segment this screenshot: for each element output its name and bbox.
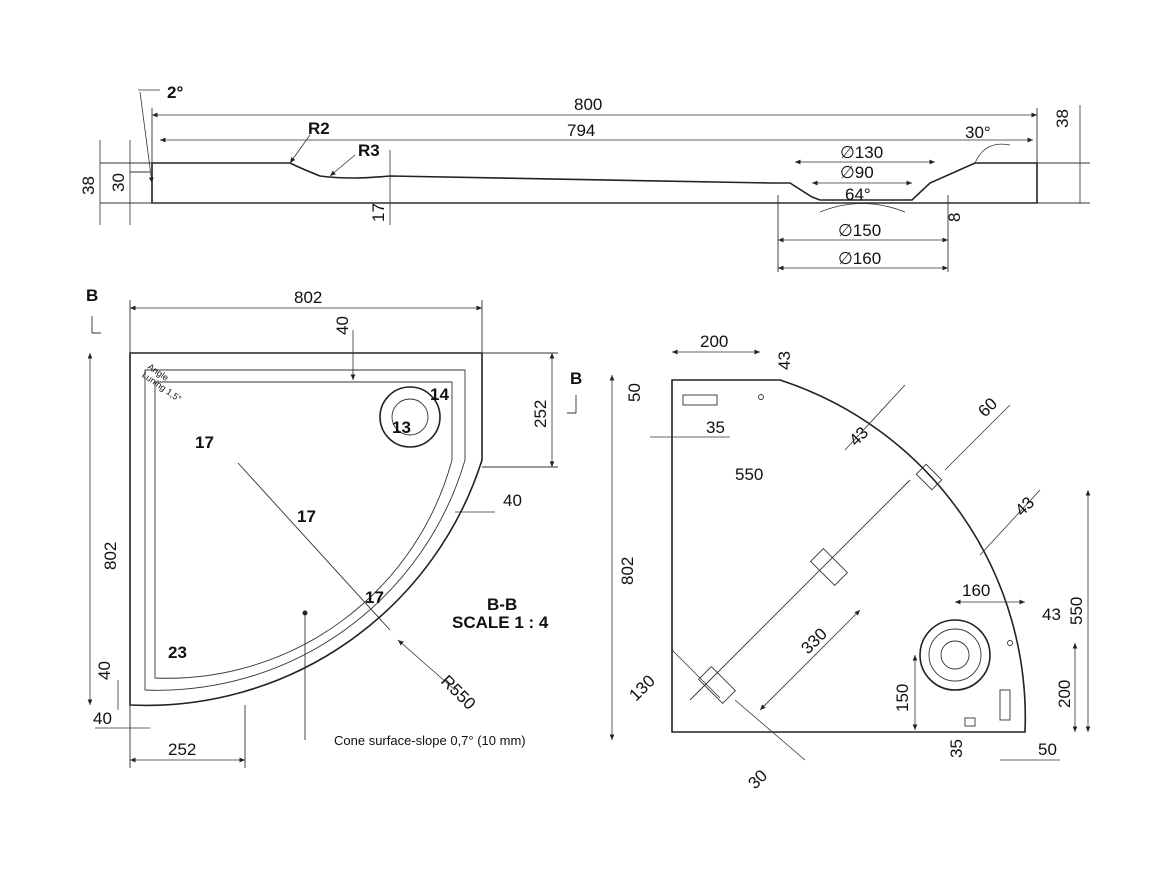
offset-40-top: 40 bbox=[333, 316, 352, 335]
mount-bracket bbox=[999, 689, 1011, 721]
section-marker-left: B bbox=[86, 286, 98, 305]
bv-43-right: 43 bbox=[1011, 493, 1038, 520]
dim-38-left: 38 bbox=[79, 176, 98, 195]
bv-802: 802 bbox=[618, 557, 637, 585]
thk-17b: 17 bbox=[297, 507, 316, 526]
bv-550-label: 550 bbox=[735, 465, 763, 484]
thk-17a: 17 bbox=[195, 433, 214, 452]
section-arrow-left bbox=[91, 316, 101, 334]
thk-23: 23 bbox=[168, 643, 187, 662]
drain-outer-ring bbox=[919, 619, 991, 691]
section-arrow-right bbox=[567, 395, 577, 414]
radius-r3: R3 bbox=[358, 141, 380, 160]
bv-35-left: 35 bbox=[706, 418, 725, 437]
cone-note: Cone surface-slope 0,7° (10 mm) bbox=[334, 733, 526, 748]
r3-leader bbox=[329, 154, 356, 177]
bottom-view: 200 43 802 50 35 550 43 60 43 330 130 30… bbox=[609, 332, 1091, 793]
radius-r550: R550 bbox=[437, 671, 479, 713]
dim-60-line bbox=[944, 404, 1011, 471]
dim-130-line bbox=[671, 649, 721, 699]
mount-bracket bbox=[915, 463, 943, 491]
bv-200-top: 200 bbox=[700, 332, 728, 351]
drain-middle-ring bbox=[928, 628, 982, 682]
angle-note: AngleLuning 1,5° bbox=[140, 361, 189, 404]
section-title: B-B bbox=[487, 595, 517, 614]
bv-35-bottom: 35 bbox=[947, 739, 966, 758]
section-marker-right: B bbox=[570, 369, 582, 388]
mount-bracket bbox=[682, 394, 718, 406]
dim-38-right: 38 bbox=[1053, 109, 1072, 128]
scale: SCALE 1 : 4 bbox=[452, 613, 549, 632]
drain-outer bbox=[379, 386, 441, 448]
bv-60: 60 bbox=[974, 394, 1001, 421]
dim-800: 800 bbox=[574, 95, 602, 114]
dim-30-left: 30 bbox=[109, 173, 128, 192]
bv-160: 160 bbox=[962, 581, 990, 600]
dim-794: 794 bbox=[567, 121, 595, 140]
tray-basin bbox=[154, 381, 453, 679]
corner-40-h: 40 bbox=[93, 709, 112, 728]
bottom-252: 252 bbox=[168, 740, 196, 759]
plan-height: 802 bbox=[101, 542, 120, 570]
thk-13: 13 bbox=[392, 418, 411, 437]
bv-50-left: 50 bbox=[625, 383, 644, 402]
diagonal-rail bbox=[689, 479, 911, 701]
edge-angle-arc bbox=[974, 143, 1011, 164]
cone-angle: 64° bbox=[845, 185, 871, 204]
angle-2: 2° bbox=[167, 83, 183, 102]
drain-inner-ring bbox=[940, 640, 970, 670]
bv-330: 330 bbox=[797, 624, 830, 657]
mount-foot bbox=[964, 717, 976, 727]
base-outline bbox=[671, 379, 1027, 733]
section-profile bbox=[151, 162, 1038, 204]
plan-view: 802 802 40 252 40 40 40 252 AngleLuning … bbox=[86, 286, 582, 768]
cone-angle-arc bbox=[819, 203, 906, 213]
bv-43-top: 43 bbox=[775, 351, 794, 370]
bv-130: 130 bbox=[625, 671, 658, 704]
bv-30: 30 bbox=[744, 766, 771, 793]
mount-bracket bbox=[697, 665, 737, 705]
center-mark bbox=[302, 610, 308, 616]
bv-43-drain: 43 bbox=[1042, 605, 1061, 624]
dim-d90: ∅90 bbox=[840, 163, 874, 182]
tray-rim bbox=[144, 369, 466, 691]
bv-550-right: 550 bbox=[1067, 597, 1086, 625]
dim-d150: ∅150 bbox=[838, 221, 881, 240]
dim-d160: ∅160 bbox=[838, 249, 881, 268]
offset-252-right: 252 bbox=[531, 400, 550, 428]
dim-30-line bbox=[734, 699, 806, 761]
dim-330-line bbox=[759, 609, 861, 711]
bv-50-bottom: 50 bbox=[1038, 740, 1057, 759]
thk-17c: 17 bbox=[365, 588, 384, 607]
bv-150: 150 bbox=[893, 684, 912, 712]
dim-17: 17 bbox=[369, 203, 388, 222]
bv-43-arc: 43 bbox=[845, 423, 872, 450]
r2-leader bbox=[289, 134, 311, 164]
dim-43-right-line bbox=[979, 489, 1041, 556]
dim-43-arc-line bbox=[844, 384, 906, 451]
thk-14: 14 bbox=[430, 385, 449, 404]
radius-leader bbox=[397, 639, 456, 691]
radius-centerline bbox=[237, 462, 391, 631]
mount-bracket bbox=[809, 547, 849, 587]
section-view: 800 794 38 38 30 2° R2 R3 17 ∅130 ∅90 64… bbox=[79, 83, 1090, 272]
radius-r2: R2 bbox=[308, 119, 330, 138]
bv-200-right: 200 bbox=[1055, 680, 1074, 708]
mount-hole bbox=[1007, 640, 1013, 646]
tray-outline bbox=[129, 352, 483, 707]
plan-width: 802 bbox=[294, 288, 322, 307]
rim-40: 40 bbox=[503, 491, 522, 510]
edge-angle: 30° bbox=[965, 123, 991, 142]
angle-leader bbox=[139, 91, 154, 184]
dim-d130: ∅130 bbox=[840, 143, 883, 162]
drain-inner bbox=[391, 398, 429, 436]
mount-hole bbox=[758, 394, 764, 400]
dim-8: 8 bbox=[945, 213, 964, 222]
corner-40-v: 40 bbox=[95, 661, 114, 680]
